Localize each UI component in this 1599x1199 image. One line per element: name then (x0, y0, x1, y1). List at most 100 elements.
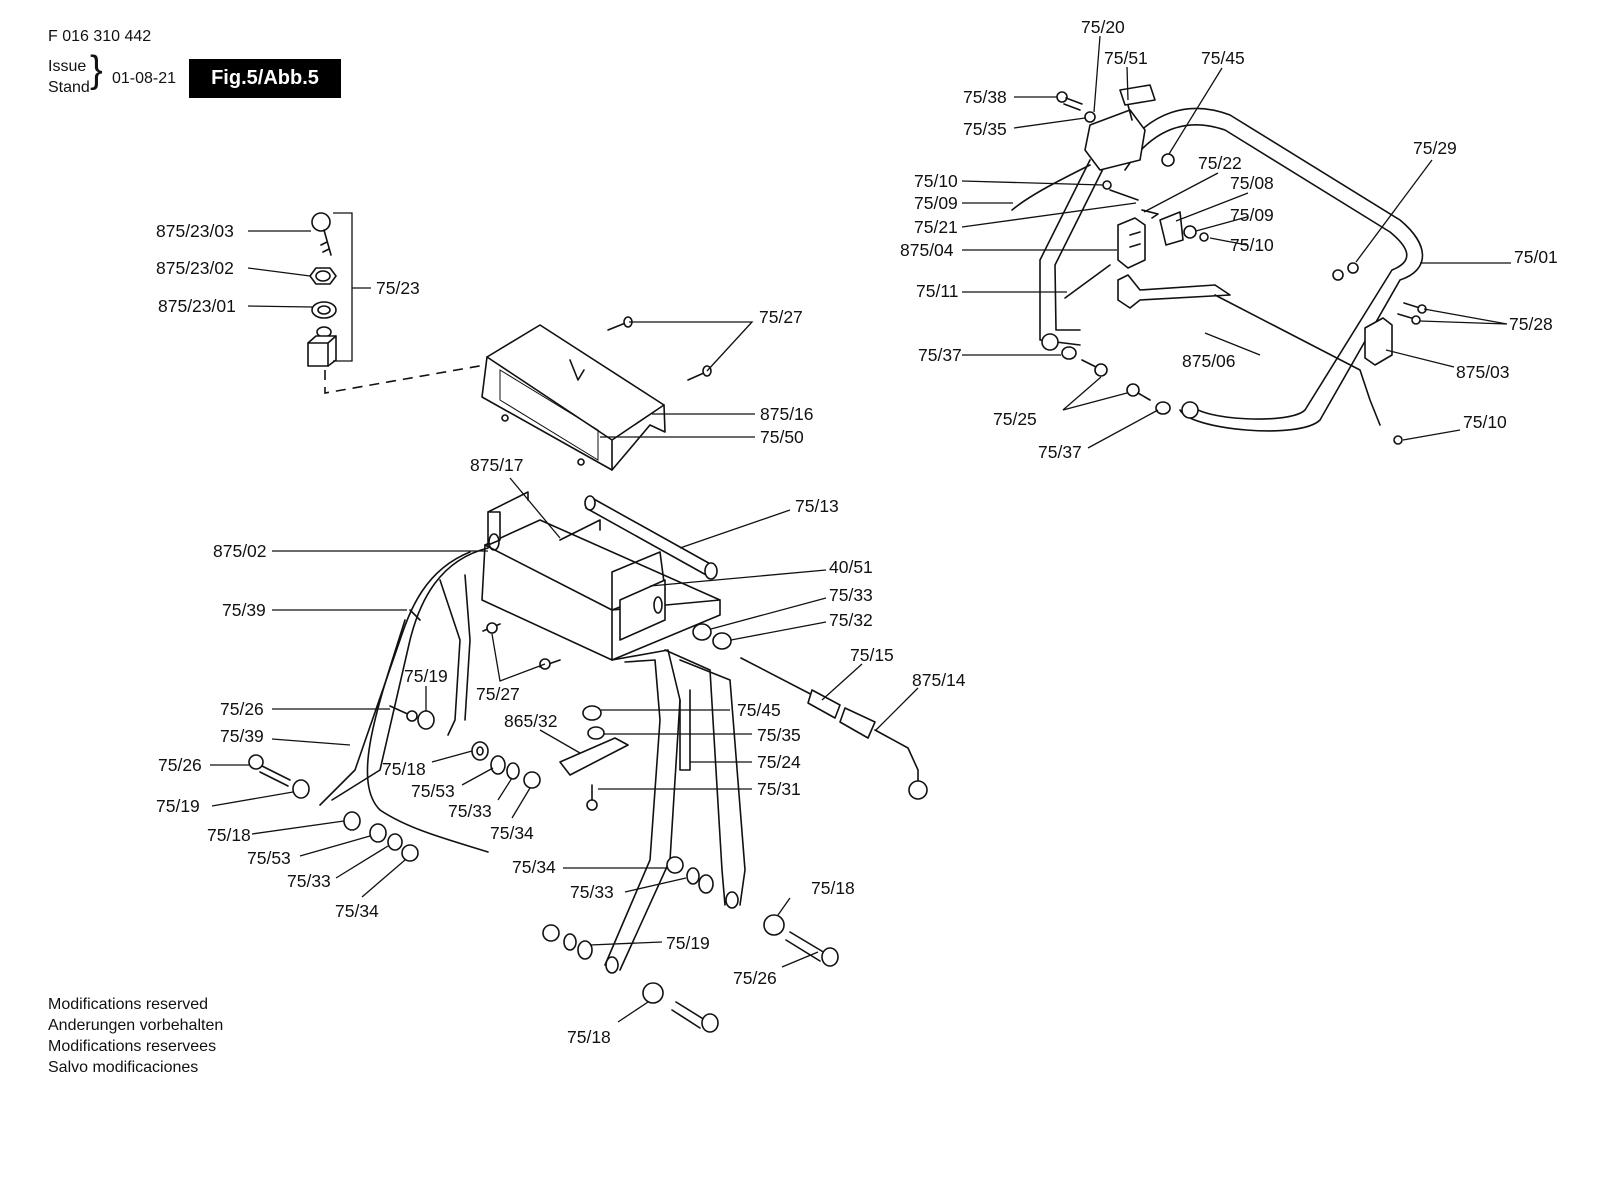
rod-icon (1214, 294, 1381, 426)
screw-icon (482, 622, 501, 634)
washer-icon (369, 823, 387, 843)
washer-icon (1061, 346, 1077, 360)
callout-label: 75/10 (914, 171, 958, 191)
modifications-notes: Modifications reserved Anderungen vorbeh… (48, 994, 223, 1078)
callout-label: 75/25 (993, 409, 1037, 429)
nut-icon (582, 705, 602, 721)
bolt-icon (1126, 383, 1151, 401)
callout-label: 40/51 (829, 557, 873, 577)
callout-label: 875/02 (213, 541, 267, 561)
callout-label: 75/19 (404, 666, 448, 686)
callout-label: 875/14 (912, 670, 966, 690)
washer-icon (490, 755, 506, 775)
callout-label: 875/03 (1456, 362, 1510, 382)
issue-date: 01-08-21 (112, 70, 177, 87)
bolt-icon (1056, 91, 1083, 111)
callout-label: 75/01 (1514, 247, 1558, 267)
figure-badge: Fig.5/Abb.5 (189, 59, 341, 98)
spring-icon (1141, 209, 1159, 219)
washer-icon (1102, 180, 1112, 190)
callout-label: 75/18 (567, 1027, 611, 1047)
nut-icon (1332, 269, 1344, 281)
clamp-plate-icon (1364, 317, 1393, 366)
callout-label: 875/23/01 (158, 296, 236, 316)
note-line: Modifications reservees (48, 1038, 217, 1055)
nut-icon (523, 771, 541, 789)
handle-tube-icon (319, 547, 489, 806)
callout-label: 75/34 (512, 857, 556, 877)
callout-label: 75/11 (916, 281, 959, 301)
stand-label: Stand (48, 79, 90, 96)
cable-icon (366, 619, 489, 853)
washer-icon (563, 933, 577, 951)
washer-icon (506, 762, 520, 780)
callout-label: 75/53 (411, 781, 455, 801)
callout-label: 75/09 (914, 193, 958, 213)
leader-lines (210, 35, 1511, 1023)
callout-label: 75/10 (1463, 412, 1507, 432)
callout-label: 75/39 (220, 726, 264, 746)
brace-glyph: } (90, 49, 103, 91)
callout-label: 75/26 (733, 968, 777, 988)
callout-label: 75/37 (1038, 442, 1082, 462)
cover-plate-icon (481, 324, 666, 471)
callout-label: 75/29 (1413, 138, 1457, 158)
handle-tube-icon (604, 649, 746, 974)
callout-label: 75/21 (914, 217, 958, 237)
ignition-switch-icon (307, 326, 337, 367)
bolt-icon (389, 705, 418, 722)
spacer-icon (763, 914, 785, 936)
callout-label: 75/10 (1230, 235, 1274, 255)
throttle-lever-icon (1084, 84, 1156, 171)
document-number: F 016 310 442 (48, 28, 152, 45)
callout-label: 875/23/02 (156, 258, 234, 278)
nut-icon (309, 267, 337, 285)
callout-label: 75/27 (759, 307, 803, 327)
callout-label: 75/19 (156, 796, 200, 816)
callout-labels: 875/23/03 875/23/02 875/23/01 75/23 75/2… (156, 17, 1558, 1047)
clamp-icon (1159, 211, 1184, 246)
washer-icon (387, 833, 403, 851)
left-assembly-drawing (248, 212, 928, 1033)
callout-label: 75/50 (760, 427, 804, 447)
callout-label: 75/34 (335, 901, 379, 921)
blade-icon (559, 726, 629, 776)
callout-label: 75/38 (963, 87, 1007, 107)
callout-label: 75/19 (666, 933, 710, 953)
callout-label: 75/39 (222, 600, 266, 620)
note-line: Anderungen vorbehalten (48, 1017, 224, 1034)
screw-icon (1397, 313, 1421, 325)
screw-icon (607, 316, 633, 331)
callout-label: 75/45 (737, 700, 781, 720)
callout-label: 75/34 (490, 823, 534, 843)
note-line: Salvo modificaciones (48, 1059, 199, 1076)
bracket-frame-icon (481, 491, 721, 661)
nut-icon (666, 856, 684, 874)
washer-icon (292, 779, 310, 799)
right-assembly-drawing (1011, 84, 1427, 445)
nut-icon (1161, 153, 1175, 167)
bolt-icon (785, 931, 839, 967)
clamp-plate-icon (1117, 217, 1146, 269)
spacer-icon (642, 982, 664, 1004)
spacer-icon (343, 811, 361, 831)
callout-label: 875/16 (760, 404, 814, 424)
callout-label: 75/45 (1201, 48, 1245, 68)
throttle-cable-icon (740, 657, 928, 800)
key-icon (311, 212, 332, 256)
spring-icon (1064, 264, 1111, 299)
washer-icon (1084, 111, 1096, 123)
callout-label: 75/35 (963, 119, 1007, 139)
washer-icon (577, 940, 593, 960)
callout-label: 75/33 (570, 882, 614, 902)
callout-label: 875/23/03 (156, 221, 234, 241)
callout-label: 75/22 (1198, 153, 1242, 173)
callout-label: 75/28 (1509, 314, 1553, 334)
callout-label: 75/53 (247, 848, 291, 868)
lever-icon (1117, 274, 1231, 309)
washer-icon (1183, 225, 1197, 239)
callout-label: 75/27 (476, 684, 520, 704)
screw-icon (1403, 302, 1427, 314)
